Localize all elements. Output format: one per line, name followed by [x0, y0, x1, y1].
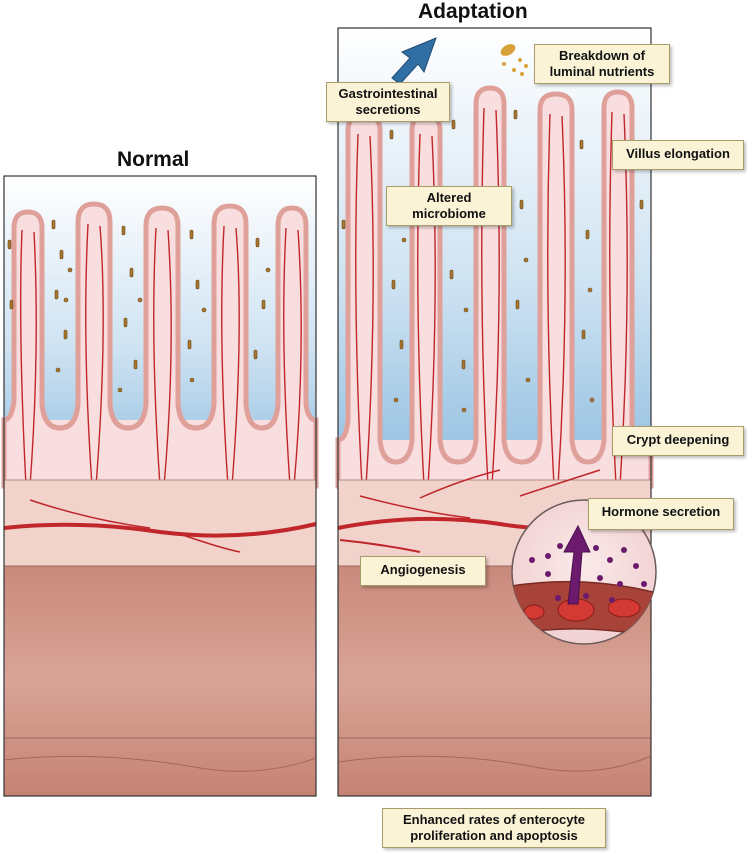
callout-enterocyte-rates: Enhanced rates of enterocyte proliferati…	[382, 808, 606, 848]
callout-angiogenesis-line1: Angiogenesis	[380, 562, 466, 577]
adaptation-muscle-fibers	[337, 755, 652, 772]
callout-gastrointestinal-line1: Gastrointestinal	[338, 86, 438, 101]
callout-hormone-secretion: Hormone secretion	[588, 498, 734, 530]
callout-gastrointestinal-line2: secretions	[355, 102, 421, 117]
secretion-arrow	[391, 37, 437, 85]
callout-microbiome-line2: microbiome	[412, 206, 486, 221]
normal-villus-capillaries	[19, 223, 302, 487]
callout-enterocyte-line1: Enhanced rates of enterocyte	[402, 812, 586, 827]
callout-altered-microbiome: Altered microbiome	[386, 186, 512, 226]
callout-villus-line1: Villus elongation	[626, 146, 730, 161]
normal-vessels	[3, 499, 317, 553]
callout-breakdown-line1: Breakdown of	[559, 48, 645, 63]
callout-angiogenesis: Angiogenesis	[360, 556, 486, 586]
hormone-arrow	[563, 524, 591, 605]
callout-gastrointestinal-secretions: Gastrointestinal secretions	[326, 82, 450, 122]
normal-panel-border	[3, 175, 317, 797]
callout-microbiome-line1: Altered	[426, 190, 472, 205]
hormone-granules	[529, 543, 647, 603]
normal-panel	[1, 175, 319, 797]
adaptation-panel	[335, 27, 654, 797]
callout-crypt-line1: Crypt deepening	[626, 432, 730, 447]
adaptation-title: Adaptation	[418, 0, 528, 23]
callout-hormone-line1: Hormone secretion	[601, 504, 721, 519]
normal-muscle-fibers	[3, 755, 317, 772]
hormone-inset	[511, 499, 657, 645]
callout-breakdown-line2: luminal nutrients	[549, 64, 655, 79]
callout-breakdown-nutrients: Breakdown of luminal nutrients	[534, 44, 670, 84]
adaptation-panel-border	[337, 27, 652, 797]
callout-villus-elongation: Villus elongation	[612, 140, 744, 170]
nutrient-particles	[500, 44, 528, 76]
normal-muscle	[3, 565, 317, 797]
normal-title: Normal	[117, 148, 190, 171]
normal-bacteria	[7, 219, 271, 393]
callout-enterocyte-line2: proliferation and apoptosis	[410, 828, 578, 843]
callout-crypt-deepening: Crypt deepening	[612, 426, 744, 456]
